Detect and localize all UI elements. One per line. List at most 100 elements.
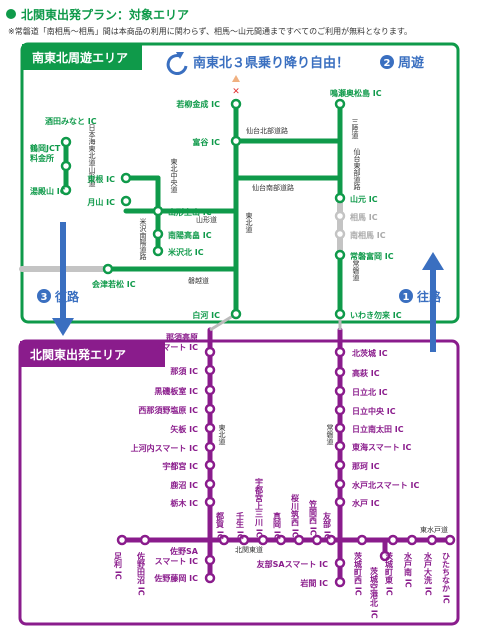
road-sendai-nanbu: 仙台南部道路 [252, 183, 294, 192]
ic-node-mibu [238, 534, 250, 546]
ic-node-kasama [311, 534, 323, 546]
ic-label-line: 日立中央 IC [352, 406, 396, 416]
page-title: 北関東出発プラン：対象エリア [21, 7, 190, 22]
ic-label-line: 水戸北スマート IC [351, 480, 420, 490]
ic-label-mibu: 壬生 IC [236, 511, 245, 540]
road-yamagata: 山形道 [196, 215, 217, 224]
ic-label-ibarakikuko: 茨城空港北 IC [369, 566, 379, 619]
ic-label-hitachichuo: 日立中央 IC [352, 406, 396, 416]
ic-label-line: 南相馬 IC [350, 230, 386, 240]
ic-label-line: 湯殿山 IC [30, 186, 66, 196]
ic-node-naka [334, 459, 346, 471]
ic-label-line: 水戸 IC [351, 498, 380, 508]
ic-node-nishinasuno [204, 403, 216, 415]
ic-label-line: 日立北 IC [352, 387, 388, 397]
outbound-num: 1 [403, 292, 410, 303]
ic-node-iwaki [334, 308, 346, 320]
road-joban-upper: 常磐道 [352, 259, 360, 282]
ic-node-ashikaga [116, 534, 128, 546]
ic-label-sakuragawachikusei: 桜川筑西 IC [291, 493, 300, 538]
ic-label-line: 山元 IC [350, 194, 378, 204]
ic-label-kuroiso: 黒磯板室 IC [154, 386, 198, 396]
ic-node-utsunomiya [204, 459, 216, 471]
ic-label-line: スマート IC [155, 557, 199, 566]
road-nihonkai: 日本海東北道 [88, 124, 96, 167]
north-arrow-icon [232, 75, 240, 82]
ic-label-gassan: 月山 IC [86, 197, 115, 207]
road-sendai-kita: 仙台北部道路 [246, 126, 288, 135]
ic-label-kasama: 笠間西 IC [309, 499, 318, 536]
return-arrow [52, 222, 74, 336]
ic-node-naruse [334, 98, 346, 110]
ic-node-kaminokawa [204, 441, 216, 453]
ic-node-ibarakimachihigashi [387, 534, 399, 546]
ic-label-hitachikita: 日立北 IC [352, 387, 388, 397]
return-label: 復路 [54, 289, 80, 304]
ic-label-line: 鳴瀬奥松島 IC [330, 88, 382, 98]
ic-label-yudonoyama: 湯殿山 IC [30, 186, 66, 196]
ic-label-line: 月山 IC [86, 197, 115, 207]
ic-label-naka: 那珂 IC [352, 462, 380, 471]
ic-node-takahagi [334, 366, 346, 378]
ic-label-line: 若柳金成 IC [175, 99, 220, 109]
ic-label-mito: 水戸 IC [351, 498, 380, 508]
ic-node-aizu [102, 263, 114, 275]
loop-num: 2 [384, 58, 391, 69]
ic-node-tochigi [204, 496, 216, 508]
ic-label-yamagata: 山形上山 IC [168, 207, 212, 217]
ic-label-hitachinaka: ひたちなか IC [442, 552, 451, 604]
road-sanriku: 三陸道 [351, 118, 359, 140]
road-tohoku-chuo: 東北中央道 [170, 157, 178, 194]
ic-label-line: スマート IC [155, 343, 199, 352]
ic-label-minamisoma: 南相馬 IC [350, 230, 386, 240]
ic-node-mitokita [334, 478, 346, 490]
outbound-label: 往路 [417, 289, 442, 304]
ic-label-line: 鶴岡JCT [29, 143, 61, 153]
ic-node-sanotanuma [139, 534, 151, 546]
ic-label-aizu: 会津若松 IC [92, 279, 136, 289]
ic-node-mitoomiya [426, 534, 438, 546]
ic-node-yudonoyama [60, 184, 72, 196]
south-tohoku-area [20, 42, 460, 324]
ic-label-line: 東根 IC [87, 174, 115, 184]
ic-label-sakata: 酒田みなと IC [45, 116, 97, 126]
ic-node-sanofujioka [204, 572, 216, 584]
loop-label: 周遊 [398, 55, 424, 71]
ic-node-yamagata [152, 205, 164, 217]
ic-label-line: 宇都宮 IC [162, 461, 198, 471]
ic-label-takahagi: 高萩 IC [352, 368, 380, 378]
south-area-label-bg [22, 44, 142, 70]
end-x-icon: ✕ [232, 87, 240, 97]
ic-label-line: 鹿沼 IC [170, 480, 198, 490]
ic-node-nasu2 [204, 364, 216, 376]
ic-node-sakuragawachikusei [293, 534, 305, 546]
ic-label-kanuma: 鹿沼 IC [170, 480, 198, 490]
ic-label-line: 黒磯板室 IC [154, 386, 198, 396]
ic-label-moka: 真岡 IC [273, 511, 282, 540]
ic-label-yamamoto: 山元 IC [350, 194, 378, 204]
usage-note: ※常磐道「南相馬〜相馬」間は本商品の利用に関わらず、相馬〜山元間通まですべてのご… [8, 27, 413, 36]
ic-label-line: 高萩 IC [352, 368, 380, 378]
ic-label-line: 常磐富岡 IC [350, 251, 394, 261]
ic-label-nishinasuno: 西那須野塩原 IC [138, 405, 198, 415]
ic-label-line: 佐野SA [169, 546, 199, 556]
banner-text: 南東北３県乗り降り自由！ [193, 55, 349, 71]
ic-label-wakamatsu: 若柳金成 IC [175, 99, 220, 109]
ic-label-naruse: 鳴瀬奥松島 IC [330, 88, 382, 98]
ic-label-line: 日立南太田 IC [352, 424, 404, 434]
ic-label-tochigi: 栃木 IC [170, 498, 198, 508]
ic-label-hitachiminamiota: 日立南太田 IC [352, 424, 404, 434]
road-kitakanto: 北関東道 [235, 545, 263, 554]
ic-node-moka [275, 534, 287, 546]
return-num-badge [37, 289, 51, 303]
bullet-icon [6, 9, 16, 19]
ic-label-line: 那須高原 [166, 332, 198, 342]
ic-label-line: 山形上山 IC [168, 207, 212, 217]
ic-node-tsuga [218, 534, 230, 546]
ic-label-mitominami: 水戸南 IC [403, 551, 413, 588]
ic-node-higashine [120, 172, 132, 184]
ic-label-utsunomiyakamimikawa: 宇都宮上三川 IC [255, 477, 264, 538]
road-sendai-higashi: 仙台東部道路 [353, 147, 361, 191]
